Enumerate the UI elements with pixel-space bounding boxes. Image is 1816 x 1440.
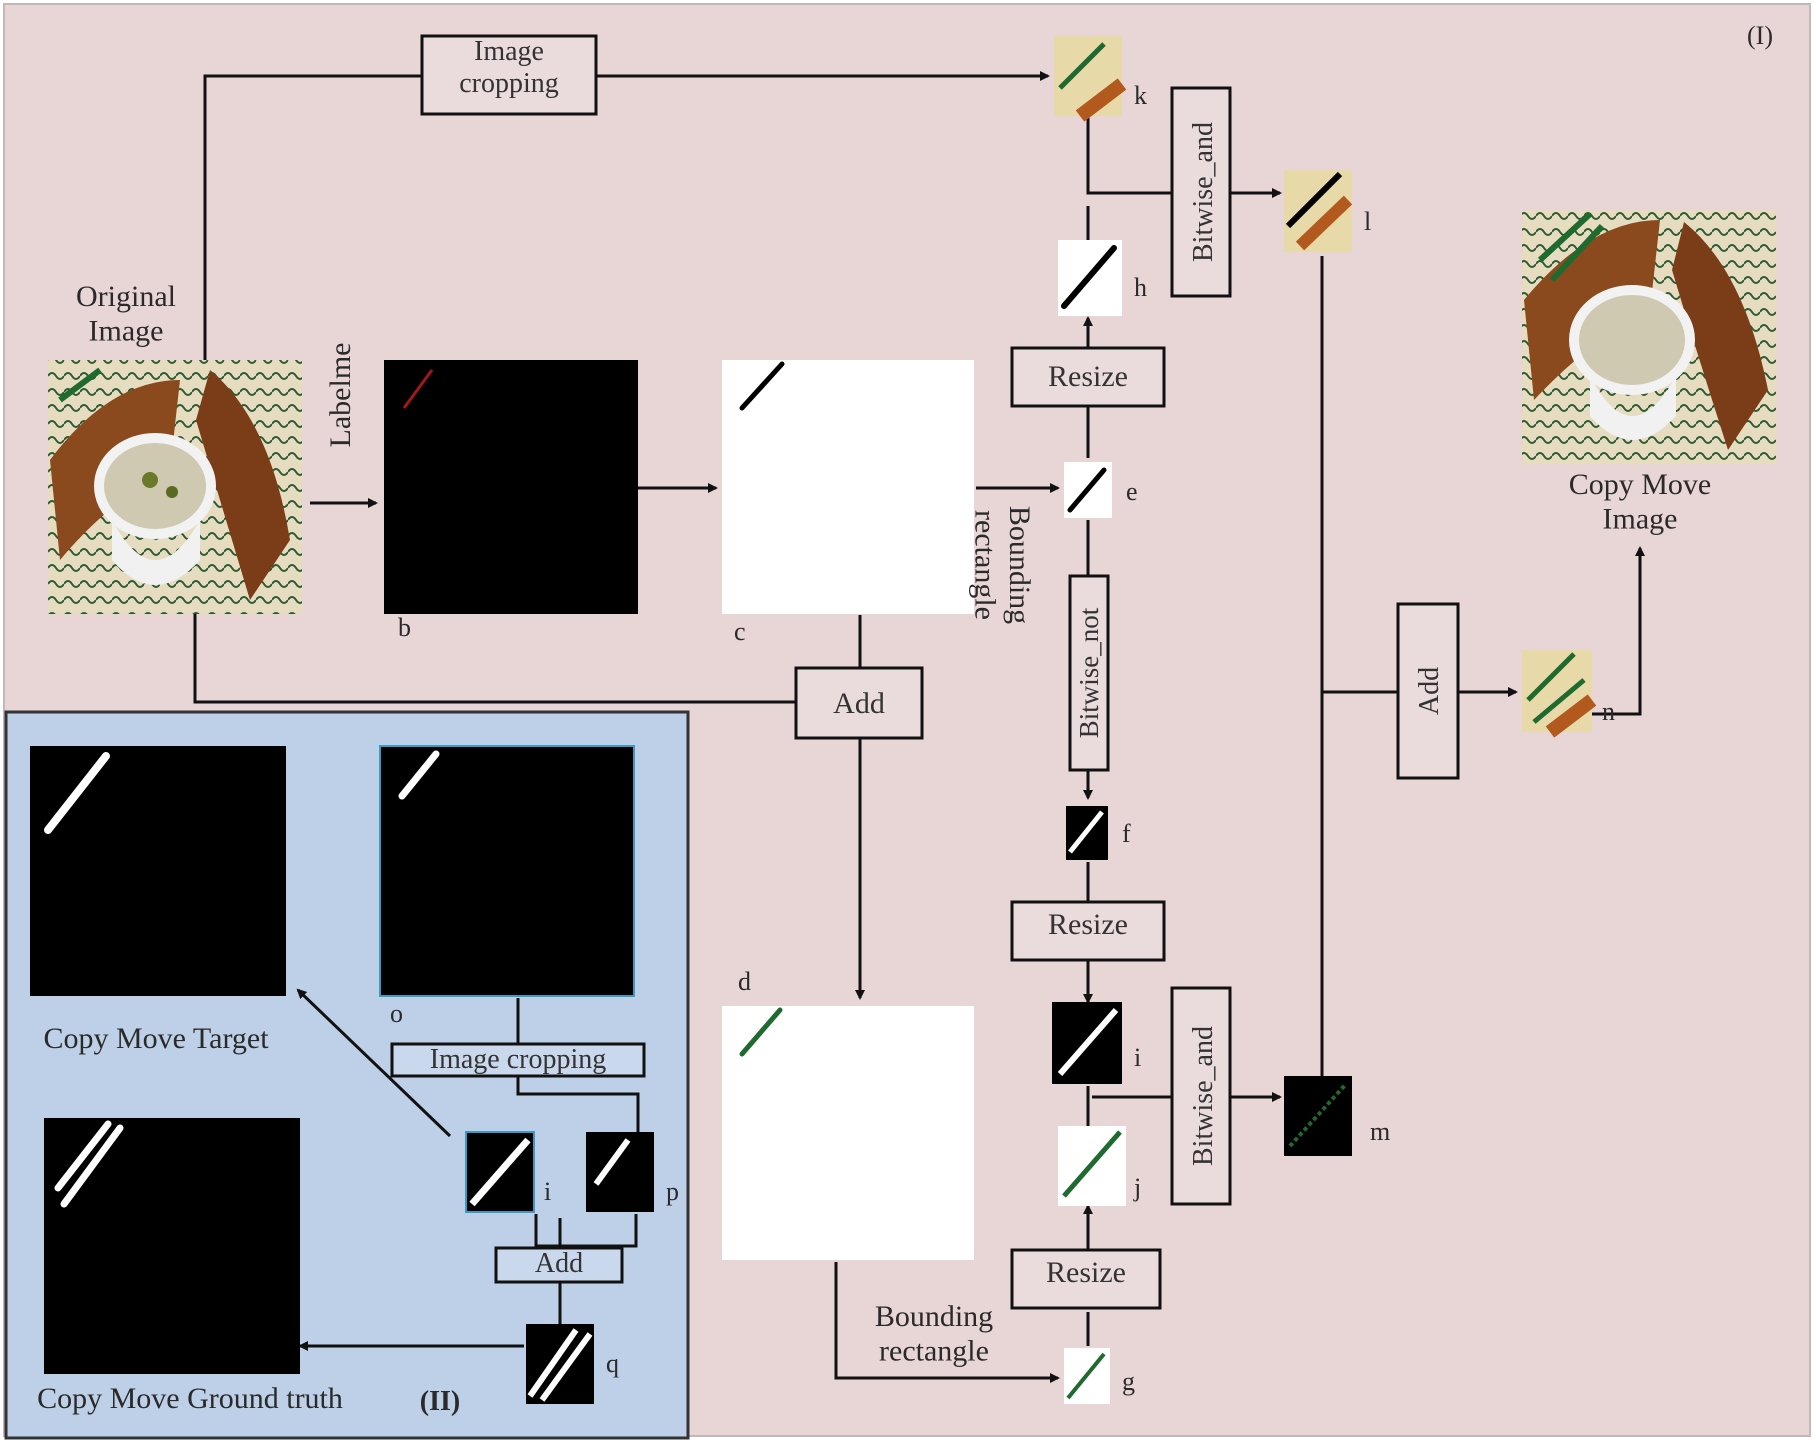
copy-move-ground-truth-label: Copy Move Ground truth [37,1382,343,1415]
node-label-h: h [1134,273,1147,302]
node-label-l: l [1364,207,1371,236]
mask-p [586,1132,654,1212]
node-label-d: d [738,967,751,996]
node-label-q: q [606,1349,619,1378]
resize-3-label: Resize [1046,1256,1126,1289]
result-m [1284,1076,1352,1156]
connectors [193,71,1645,1383]
image-cropping-sub-label: Image cropping [430,1044,607,1075]
node-label-m: m [1370,1117,1390,1146]
add-3-label: Add [535,1248,583,1279]
image-cropping-sub-box: Image cropping [390,1042,646,1078]
mask-q [526,1324,594,1404]
node-label-c: c [734,617,746,646]
mask-d [722,1006,974,1260]
node-label-i: i [1134,1043,1141,1072]
add-2-label: Add [1414,667,1445,715]
node-label-b: b [398,613,411,642]
resize-2-label: Resize [1048,908,1128,941]
resize-1-box: Resize [1010,346,1166,408]
node-label-j: j [1133,1173,1141,1202]
add-3-box: Add [494,1246,624,1284]
node-label-n: n [1602,697,1615,726]
bounding-rectangle-1-label: Boundingrectangle [969,506,1037,624]
bitwise-not-label: Bitwise_not [1074,607,1104,738]
copy-move-ground-truth-image [44,1118,300,1374]
original-image [48,360,302,614]
node-label-i-sub: i [544,1177,551,1206]
mask-i-sub [465,1131,535,1213]
bitwise-not-box: Bitwise_not [1068,574,1110,772]
copy-move-image [1522,210,1776,464]
mask-i-main [1052,1002,1122,1084]
mask-c [722,360,974,614]
section-label-sub: (II) [420,1386,460,1417]
labelme-mask-b [384,360,638,614]
resize-3-box: Resize [1010,1248,1162,1310]
node-label-f: f [1122,819,1131,848]
node-label-k: k [1134,81,1147,110]
copy-move-target-label: Copy Move Target [43,1022,269,1055]
node-label-g: g [1122,1367,1135,1396]
node-label-e: e [1126,477,1138,506]
sub-connectors [296,988,640,1351]
crop-k [1054,36,1127,122]
result-n [1522,650,1597,738]
add-1-box: Add [794,666,924,740]
bitwise-and-1-box: Bitwise_and [1170,86,1232,298]
labelme-label: Labelme [324,343,357,448]
node-label-o: o [390,999,403,1028]
resize-1-label: Resize [1048,360,1128,393]
bitwise-and-1-label: Bitwise_and [1188,122,1219,262]
mask-h [1058,240,1122,316]
mask-j [1058,1126,1126,1206]
mask-g [1064,1348,1110,1404]
node-label-p: p [666,1177,679,1206]
section-label-main: (I) [1747,21,1773,50]
mask-e [1064,462,1112,518]
bitwise-and-2-label: Bitwise_and [1188,1026,1219,1166]
mask-f [1066,806,1108,860]
resize-2-box: Resize [1010,900,1166,962]
bitwise-and-2-box: Bitwise_and [1170,986,1232,1206]
add-2-box: Add [1396,602,1460,780]
copy-move-target-image [30,746,286,996]
add-1-label: Add [833,687,885,720]
mask-o [379,745,635,997]
result-l [1284,170,1353,252]
